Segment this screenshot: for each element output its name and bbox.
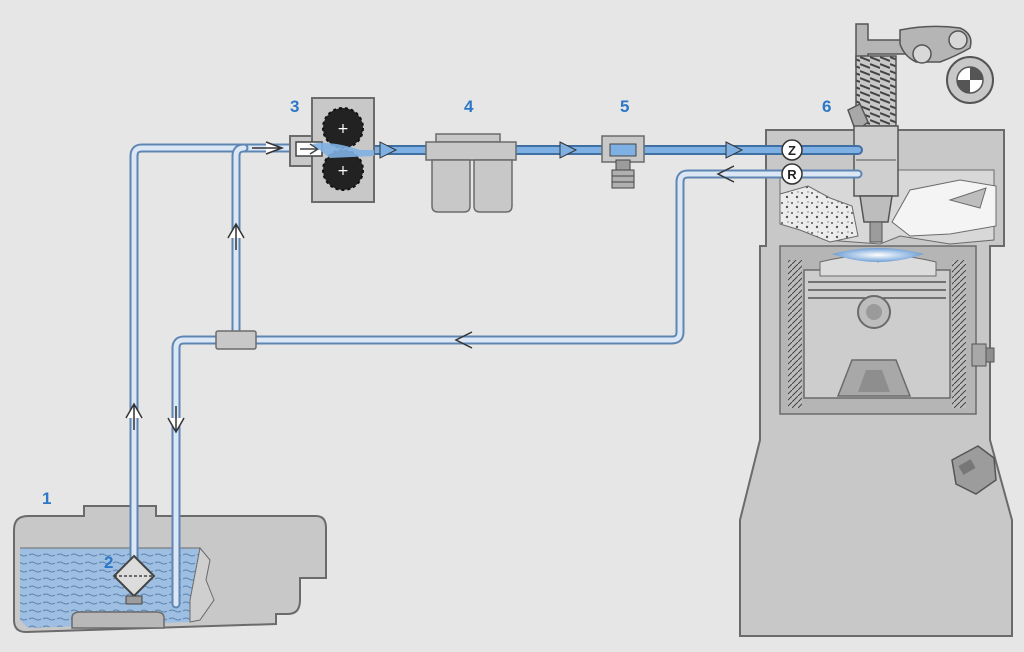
label-filter: 4 bbox=[464, 97, 474, 116]
overflow-valve bbox=[601, 135, 645, 189]
arrow-icon bbox=[725, 141, 744, 159]
label-pump: 3 bbox=[290, 97, 299, 116]
return-port-label: R bbox=[787, 167, 797, 182]
return-port-marker: R bbox=[781, 163, 803, 185]
label-tank: 1 bbox=[42, 489, 51, 508]
arrow-icon bbox=[227, 222, 245, 250]
arrow-icon bbox=[454, 331, 473, 349]
injector bbox=[847, 23, 994, 243]
supply-port-marker: Z bbox=[781, 139, 803, 161]
flow-arrows bbox=[125, 141, 744, 434]
svg-text:+: + bbox=[337, 121, 349, 137]
prefilter bbox=[112, 554, 156, 605]
feed-pump: + + bbox=[289, 97, 375, 203]
arrow-icon bbox=[379, 141, 398, 159]
gear-icon: + bbox=[322, 107, 364, 149]
label-injector: 6 bbox=[822, 97, 831, 116]
label-prefilter: 2 bbox=[104, 553, 113, 572]
arrow-icon bbox=[716, 165, 735, 183]
label-valve: 5 bbox=[620, 97, 629, 116]
tee-fitting bbox=[215, 330, 257, 350]
arrow-icon bbox=[167, 406, 185, 434]
arrow-icon bbox=[125, 402, 143, 430]
arrow-icon bbox=[252, 141, 285, 155]
gear-icon: + bbox=[322, 149, 364, 191]
fuel-tank bbox=[13, 505, 327, 634]
supply-port-label: Z bbox=[788, 143, 796, 158]
main-filter bbox=[425, 133, 517, 213]
svg-text:+: + bbox=[337, 163, 349, 179]
arrow-icon bbox=[559, 141, 578, 159]
engine-block bbox=[739, 129, 1013, 637]
